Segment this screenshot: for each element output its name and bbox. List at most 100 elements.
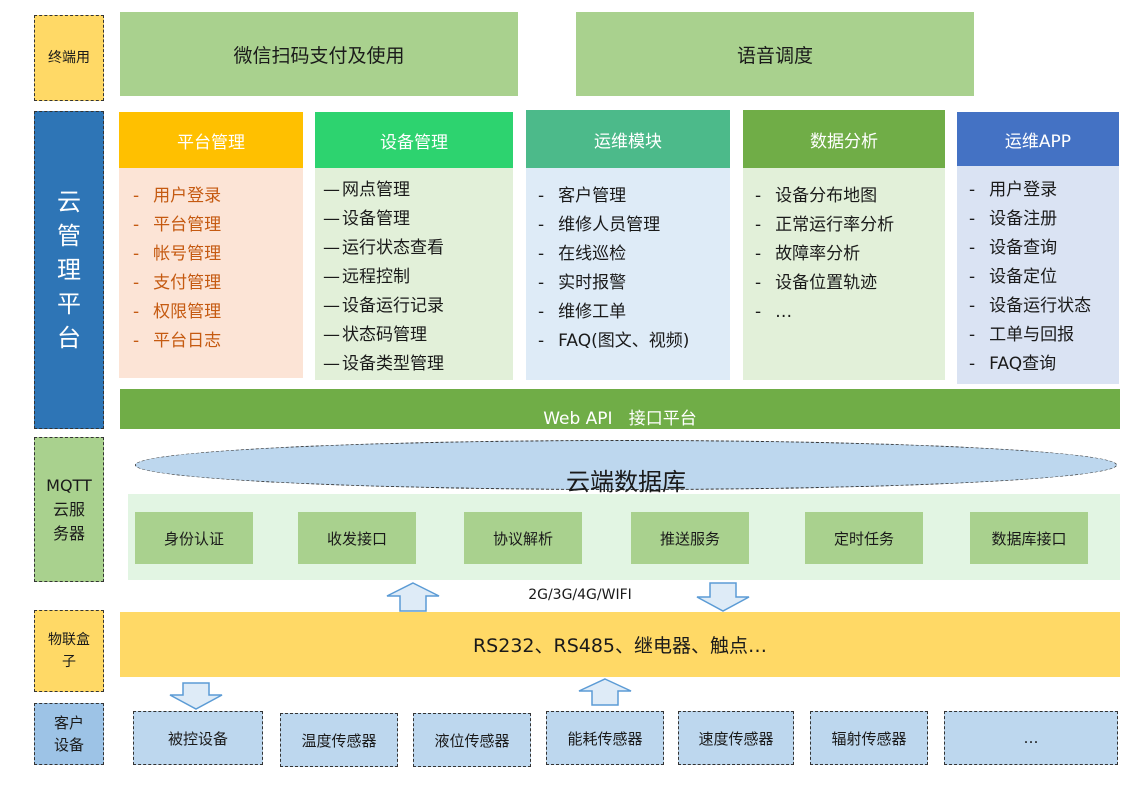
list-item-text: 权限管理 (153, 302, 222, 322)
list-item-text: 网点管理 (342, 180, 410, 200)
list-item-text: 故障率分析 (775, 244, 861, 264)
list-item-text: 帐号管理 (153, 244, 222, 264)
module-list-item: -维修工单 (538, 298, 724, 327)
layer-label-mqtt-text: MQTT 云服 务器 (46, 475, 92, 543)
list-bullet: - (538, 273, 545, 293)
list-bullet: - (538, 186, 545, 206)
module-ops-list: -客户管理-维修人员管理-在线巡检-实时报警-维修工单-FAQ(图文、视频) (538, 182, 724, 356)
list-bullet: — (323, 296, 340, 316)
module-list-item: —网点管理 (323, 176, 507, 205)
list-bullet: - (755, 302, 762, 322)
device-temperature-text: 温度传感器 (301, 731, 377, 750)
device-speed: 速度传感器 (678, 711, 794, 765)
service-push: 推送服务 (631, 512, 749, 564)
layer-label-terminal-text: 终端用 (48, 50, 90, 66)
module-app-title: 运维APP (1004, 131, 1072, 152)
module-list-item: -设备定位 (969, 263, 1113, 292)
up-arrow-icon (386, 582, 440, 612)
module-analysis-list: -设备分布地图-正常运行率分析-故障率分析-设备位置轨迹-… (755, 182, 939, 327)
module-list-item: -实时报警 (538, 269, 724, 298)
voice-dispatch-bar: 语音调度 (576, 12, 974, 96)
module-list-item: -权限管理 (133, 298, 297, 327)
module-device-body: —网点管理—设备管理—运行状态查看—远程控制—设备运行记录—状态码管理—设备类型… (315, 168, 513, 380)
layer-label-devices-text: 客户 设备 (53, 714, 84, 754)
list-item-text: … (775, 302, 793, 322)
list-item-text: 远程控制 (342, 267, 410, 287)
module-list-item: —运行状态查看 (323, 234, 507, 263)
module-list-item: -… (755, 298, 939, 327)
device-controlled-text: 被控设备 (167, 729, 228, 748)
list-bullet: — (323, 238, 340, 258)
module-ops: 运维模块 -客户管理-维修人员管理-在线巡检-实时报警-维修工单-FAQ(图文、… (526, 110, 730, 380)
list-item-text: 设备注册 (989, 209, 1058, 229)
module-platform-header: 平台管理 (119, 112, 303, 168)
service-auth: 身份认证 (135, 512, 253, 564)
device-energy: 能耗传感器 (546, 711, 664, 765)
module-analysis-body: -设备分布地图-正常运行率分析-故障率分析-设备位置轨迹-… (743, 168, 945, 380)
web-api-bar: Web API 接口平台 (120, 389, 1120, 429)
module-list-item: -FAQ(图文、视频) (538, 327, 724, 356)
list-item-text: 设备定位 (989, 267, 1058, 287)
module-ops-header: 运维模块 (526, 110, 730, 168)
list-bullet: - (969, 267, 976, 287)
service-io-text: 收发接口 (326, 529, 387, 548)
service-db-interface-text: 数据库接口 (991, 529, 1067, 548)
module-ops-body: -客户管理-维修人员管理-在线巡检-实时报警-维修工单-FAQ(图文、视频) (526, 168, 730, 380)
list-item-text: 维修人员管理 (558, 215, 661, 235)
list-item-text: 设备运行记录 (342, 296, 444, 316)
module-list-item: —状态码管理 (323, 321, 507, 350)
module-list-item: -设备运行状态 (969, 292, 1113, 321)
service-auth-text: 身份认证 (163, 529, 224, 548)
service-push-text: 推送服务 (659, 529, 720, 548)
list-item-text: 用户登录 (989, 180, 1058, 200)
module-device-title: 设备管理 (380, 132, 448, 153)
list-item-text: 正常运行率分析 (775, 215, 895, 235)
module-list-item: —设备运行记录 (323, 292, 507, 321)
device-energy-text: 能耗传感器 (567, 729, 643, 748)
list-item-text: FAQ查询 (989, 354, 1057, 374)
list-bullet: — (323, 267, 340, 287)
list-item-text: 支付管理 (153, 273, 222, 293)
list-bullet: - (969, 354, 976, 374)
device-level: 液位传感器 (413, 713, 531, 767)
down-arrow-icon (169, 682, 223, 710)
cloud-database-text: 云端数据库 (566, 467, 686, 496)
service-timer: 定时任务 (805, 512, 923, 564)
cloud-database: 云端数据库 (135, 440, 1117, 496)
module-list-item: -维修人员管理 (538, 211, 724, 240)
module-platform-title: 平台管理 (177, 132, 245, 153)
list-bullet: - (538, 244, 545, 264)
list-bullet: — (323, 325, 340, 345)
network-label-text: 2G/3G/4G/WIFI (528, 587, 632, 603)
module-list-item: —远程控制 (323, 263, 507, 292)
module-platform-list: -用户登录-平台管理-帐号管理-支付管理-权限管理-平台日志 (133, 182, 297, 356)
list-item-text: 客户管理 (558, 186, 627, 206)
list-item-text: 工单与回报 (989, 325, 1075, 345)
list-bullet: - (133, 215, 140, 235)
list-item-text: FAQ(图文、视频) (558, 331, 690, 351)
list-bullet: - (538, 302, 545, 322)
network-label: 2G/3G/4G/WIFI (480, 584, 680, 606)
list-bullet: - (133, 186, 140, 206)
list-bullet: - (133, 273, 140, 293)
device-more-text: … (1023, 729, 1039, 747)
module-list-item: -故障率分析 (755, 240, 939, 269)
iot-box-bar: RS232、RS485、继电器、触点… (120, 612, 1120, 677)
list-item-text: 用户登录 (153, 186, 222, 206)
module-platform-body: -用户登录-平台管理-帐号管理-支付管理-权限管理-平台日志 (119, 168, 303, 378)
list-item-text: 在线巡检 (558, 244, 627, 264)
module-platform: 平台管理 -用户登录-平台管理-帐号管理-支付管理-权限管理-平台日志 (119, 112, 303, 378)
down-arrow-icon (696, 582, 750, 612)
list-item-text: 设备查询 (989, 238, 1058, 258)
module-list-item: -设备注册 (969, 205, 1113, 234)
module-device-header: 设备管理 (315, 112, 513, 168)
list-bullet: - (133, 331, 140, 351)
device-controlled: 被控设备 (133, 711, 263, 765)
module-device: 设备管理 —网点管理—设备管理—运行状态查看—远程控制—设备运行记录—状态码管理… (315, 112, 513, 380)
layer-label-mqtt: MQTT 云服 务器 (34, 437, 104, 582)
service-db-interface: 数据库接口 (970, 512, 1088, 564)
list-bullet: - (969, 238, 976, 258)
list-bullet: - (969, 180, 976, 200)
module-analysis-title: 数据分析 (810, 131, 878, 152)
module-analysis: 数据分析 -设备分布地图-正常运行率分析-故障率分析-设备位置轨迹-… (743, 110, 945, 380)
